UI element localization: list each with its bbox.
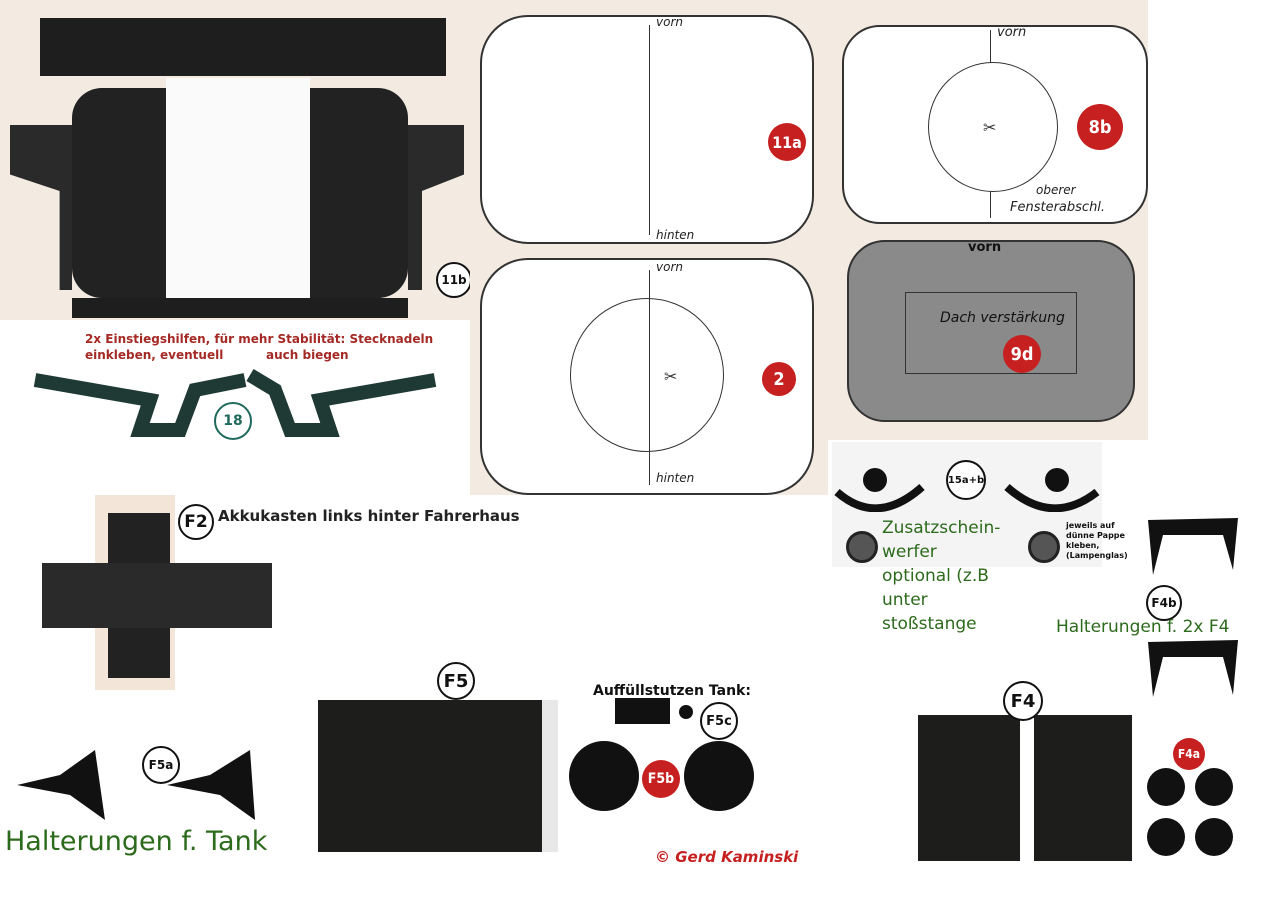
tag-f5b: F5b	[642, 760, 680, 798]
tag-11a: 11a	[768, 123, 806, 161]
part-f4b-caption: Halterungen f. 2x F4	[1056, 617, 1230, 637]
part-f5a-caption: Halterungen f. Tank	[5, 826, 268, 857]
part-18-strips	[33, 368, 437, 437]
part-15-caption: Zusatzschein- werfer optional (z.B unter…	[882, 516, 1000, 636]
part-f4b-brackets	[1148, 518, 1238, 697]
part-8b-note-line2: Fensterabschl.	[1010, 200, 1106, 215]
part-2-scissors-icon: ✂	[664, 367, 678, 386]
tag-15ab: 15a+b	[946, 460, 986, 500]
part-11a-card	[480, 15, 814, 244]
part-11a-axis	[649, 25, 650, 235]
tag-9d: 9d	[1003, 335, 1041, 373]
part-15-lamp-glass-left	[846, 531, 878, 563]
part-2-circle	[570, 298, 724, 452]
part-9d-front-label: vorn	[968, 240, 1002, 255]
part-9d-handwritten: Dach verstärkung	[940, 310, 1065, 326]
tag-f4b: F4b	[1146, 585, 1182, 621]
part-f2-box-end	[108, 513, 170, 563]
tag-f5: F5	[437, 662, 475, 700]
part-8b-note-line1: oberer	[1036, 183, 1076, 197]
tag-f2: F2	[178, 504, 214, 540]
copyright: © Gerd Kaminski	[655, 848, 799, 866]
part-f4a-disc	[1147, 768, 1185, 806]
tag-f4a: F4a	[1173, 738, 1205, 770]
part-f5c-title: Auffüllstutzen Tank:	[593, 683, 751, 699]
part-f4-box-left	[918, 715, 1020, 861]
part-2-back-label: hinten	[656, 471, 695, 485]
part-15-caption-line: Zusatzschein-	[882, 518, 1001, 538]
tag-18: 18	[214, 402, 252, 440]
part-f2-title: Akkukasten links hinter Fahrerhaus	[218, 507, 520, 525]
note-18-line1: 2x Einstiegshilfen, für mehr Stabilität:…	[85, 332, 434, 346]
part-f5b-end-right	[684, 741, 754, 811]
part-11b-roof-strip	[40, 18, 446, 76]
part-f5c-cap	[615, 698, 670, 724]
part-8b-scissors-icon: ✂	[983, 118, 997, 137]
part-f4-box-right	[1034, 715, 1132, 861]
part-f5b-end-left	[569, 741, 639, 811]
part-f4a-disc	[1195, 768, 1233, 806]
part-f4a-disc	[1195, 818, 1233, 856]
part-f2-box-bottom-face	[108, 628, 170, 678]
part-15-lamp-glass-right	[1028, 531, 1060, 563]
part-f5c-dot	[679, 705, 693, 719]
part-11a-front-label: vorn	[656, 15, 683, 29]
part-15-caption-line: stoßstange	[882, 614, 977, 634]
part-f4a-disc	[1147, 818, 1185, 856]
part-11b-window	[166, 78, 310, 298]
part-15-lamps	[834, 468, 1100, 512]
part-8b-front-label: vorn	[997, 25, 1027, 40]
note-18-line2: einkleben, eventuell	[85, 348, 224, 362]
part-11b-bottom-strip	[72, 298, 408, 318]
part-9d-card	[847, 240, 1135, 422]
part-f5-tank-end	[542, 700, 558, 852]
part-2-front-label: vorn	[656, 260, 683, 274]
part-15-caption-line: unter	[882, 590, 928, 610]
part-15-glue-note: jeweils auf dünne Pappe kleben, (Lampeng…	[1066, 521, 1128, 560]
part-f5a-brackets	[17, 750, 255, 820]
tag-11b: 11b	[436, 262, 472, 298]
tag-8b: 8b	[1077, 104, 1123, 150]
tag-f4: F4	[1003, 681, 1043, 721]
note-18-line2b: auch biegen	[266, 348, 349, 362]
tag-f5c: F5c	[700, 702, 738, 740]
tag-f5a: F5a	[142, 746, 180, 784]
part-9d-inner	[905, 292, 1077, 374]
part-11a-back-label: hinten	[656, 228, 695, 242]
tag-2: 2	[762, 362, 796, 396]
part-f5-tank	[318, 700, 542, 852]
part-15-caption-line: optional (z.B	[882, 566, 989, 586]
part-f2-box-main	[42, 563, 272, 628]
part-8b-circle	[928, 62, 1058, 192]
part-15-caption-line: werfer	[882, 542, 937, 562]
